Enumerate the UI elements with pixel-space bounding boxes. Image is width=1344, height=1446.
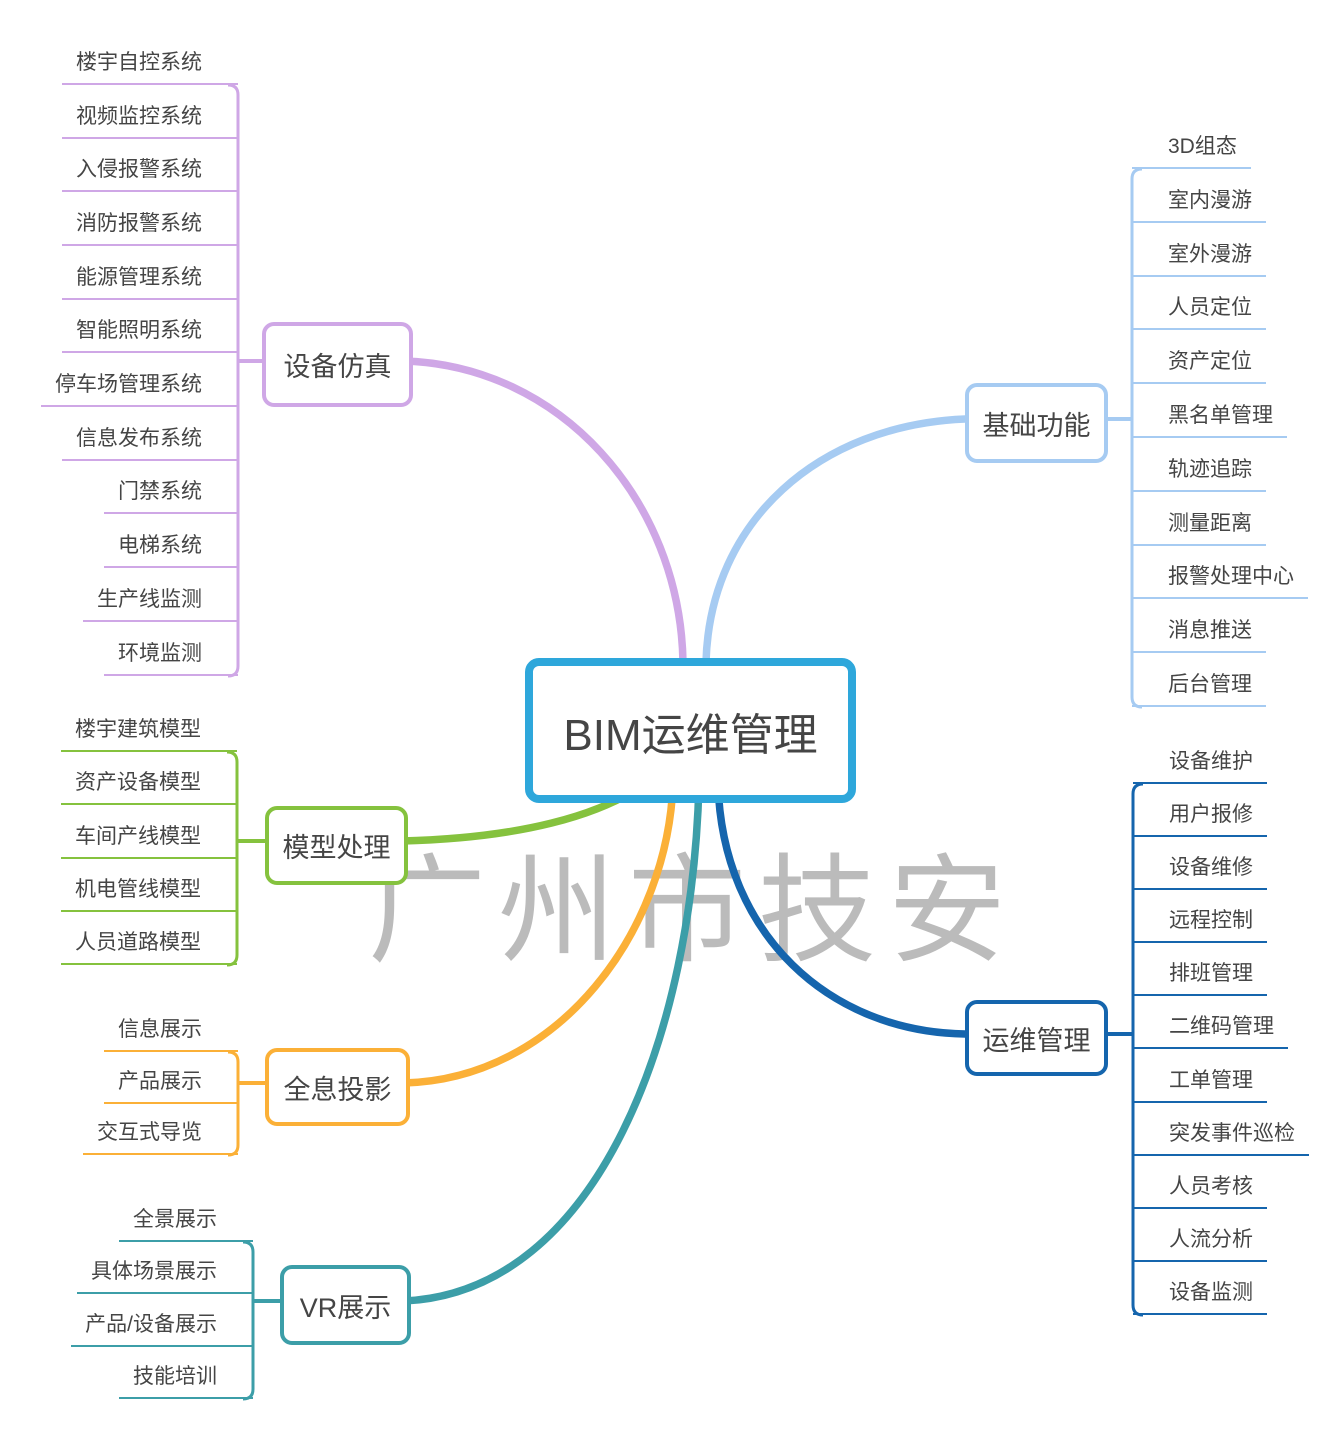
leaf-column-ops-management: 设备维护 用户报修 设备维修 远程控制 排班管理 二维码管理 工单管理 突发事件… [1133, 731, 1344, 1315]
leaf-topic[interactable]: 机电管线模型 [61, 859, 237, 912]
leaf-topic[interactable]: 智能照明系统 [62, 300, 238, 354]
leaf-column-vr-display: 全景展示 具体场景展示 产品/设备展示 技能培训 [41, 1190, 253, 1399]
leaf-topic[interactable]: 全景展示 [119, 1190, 253, 1242]
leaf-topic[interactable]: 电梯系统 [104, 514, 238, 569]
branch-topic-equipment-simulation[interactable]: 设备仿真 [262, 322, 413, 407]
leaf-topic[interactable]: 环境监测 [104, 622, 238, 676]
leaf-topic[interactable]: 突发事件巡检 [1133, 1103, 1309, 1156]
leaf-topic[interactable]: 交互式导览 [83, 1104, 238, 1155]
branch-topic-basic-functions[interactable]: 基础功能 [965, 383, 1108, 463]
leaf-column-holographic-projection: 信息展示 产品展示 交互式导览 [26, 1001, 238, 1155]
leaf-topic[interactable]: 设备维护 [1133, 731, 1267, 784]
branch-topic-ops-management[interactable]: 运维管理 [965, 1000, 1108, 1076]
central-topic[interactable]: BIM运维管理 [525, 658, 856, 803]
leaf-topic[interactable]: 产品/设备展示 [71, 1294, 253, 1347]
leaf-topic[interactable]: 消防报警系统 [62, 192, 238, 247]
leaf-topic[interactable]: 停车场管理系统 [41, 353, 238, 408]
branch-curve-ops-management [714, 779, 969, 1038]
central-topic-label: BIM运维管理 [563, 710, 818, 760]
leaf-topic[interactable]: 后台管理 [1132, 653, 1266, 707]
leaf-topic[interactable]: 二维码管理 [1133, 996, 1288, 1050]
branch-curve-holographic-projection [400, 779, 677, 1087]
leaf-topic[interactable]: 车间产线模型 [61, 805, 237, 859]
leaf-column-model-processing: 楼宇建筑模型 资产设备模型 车间产线模型 机电管线模型 人员道路模型 [25, 699, 237, 966]
leaf-column-equipment-simulation: 楼宇自控系统 视频监控系统 入侵报警系统 消防报警系统 能源管理系统 智能照明系… [26, 31, 238, 676]
leaf-topic[interactable]: 3D组态 [1132, 115, 1251, 169]
branch-topic-label: 基础功能 [982, 410, 1091, 441]
branch-topic-label: VR展示 [299, 1292, 392, 1323]
branch-topic-label: 运维管理 [982, 1025, 1091, 1056]
leaf-topic[interactable]: 设备监测 [1133, 1262, 1267, 1315]
leaf-topic[interactable]: 信息发布系统 [62, 407, 238, 461]
leaf-topic[interactable]: 入侵报警系统 [62, 139, 238, 193]
leaf-topic[interactable]: 轨迹追踪 [1132, 438, 1266, 492]
leaf-topic[interactable]: 人员考核 [1133, 1156, 1267, 1209]
leaf-topic[interactable]: 远程控制 [1133, 890, 1267, 944]
leaf-topic[interactable]: 信息展示 [104, 1001, 238, 1052]
leaf-topic[interactable]: 生产线监测 [83, 568, 238, 622]
leaf-column-basic-functions: 3D组态 室内漫游 室外漫游 人员定位 资产定位 黑名单管理 轨迹追踪 测量距离… [1132, 115, 1344, 707]
leaf-topic[interactable]: 产品展示 [104, 1052, 238, 1104]
leaf-topic[interactable]: 视频监控系统 [62, 85, 238, 139]
branch-curve-basic-functions [702, 415, 969, 666]
leaf-topic[interactable]: 测量距离 [1132, 492, 1266, 546]
leaf-topic[interactable]: 消息推送 [1132, 599, 1266, 654]
leaf-topic[interactable]: 具体场景展示 [77, 1242, 253, 1295]
leaf-topic[interactable]: 工单管理 [1133, 1049, 1267, 1103]
leaf-topic[interactable]: 人流分析 [1133, 1209, 1267, 1262]
leaf-topic[interactable]: 能源管理系统 [62, 246, 238, 300]
leaf-topic[interactable]: 门禁系统 [104, 461, 238, 515]
leaf-topic[interactable]: 资产设备模型 [61, 752, 237, 806]
branch-topic-label: 模型处理 [282, 833, 391, 863]
leaf-topic[interactable]: 黑名单管理 [1132, 384, 1287, 438]
branch-topic-holographic-projection[interactable]: 全息投影 [265, 1048, 410, 1126]
leaf-topic[interactable]: 用户报修 [1133, 784, 1267, 838]
branch-curve-equipment-simulation [399, 357, 687, 666]
leaf-topic[interactable]: 楼宇自控系统 [62, 31, 238, 85]
leaf-topic[interactable]: 楼宇建筑模型 [61, 699, 237, 752]
branch-topic-vr-display[interactable]: VR展示 [280, 1265, 411, 1345]
branch-topic-label: 全息投影 [283, 1074, 392, 1105]
leaf-topic[interactable]: 人员道路模型 [61, 912, 237, 966]
leaf-topic[interactable]: 排班管理 [1133, 943, 1267, 997]
leaf-topic[interactable]: 技能培训 [119, 1347, 253, 1399]
branch-curve-vr-display [400, 779, 703, 1305]
leaf-topic[interactable]: 室内漫游 [1132, 169, 1266, 223]
leaf-topic[interactable]: 设备维修 [1133, 837, 1267, 891]
leaf-topic[interactable]: 报警处理中心 [1132, 546, 1308, 600]
leaf-topic[interactable]: 资产定位 [1132, 330, 1266, 385]
branch-topic-label: 设备仿真 [283, 352, 392, 382]
leaf-topic[interactable]: 人员定位 [1132, 277, 1266, 331]
branch-topic-model-processing[interactable]: 模型处理 [265, 806, 408, 885]
leaf-topic[interactable]: 室外漫游 [1132, 223, 1266, 277]
